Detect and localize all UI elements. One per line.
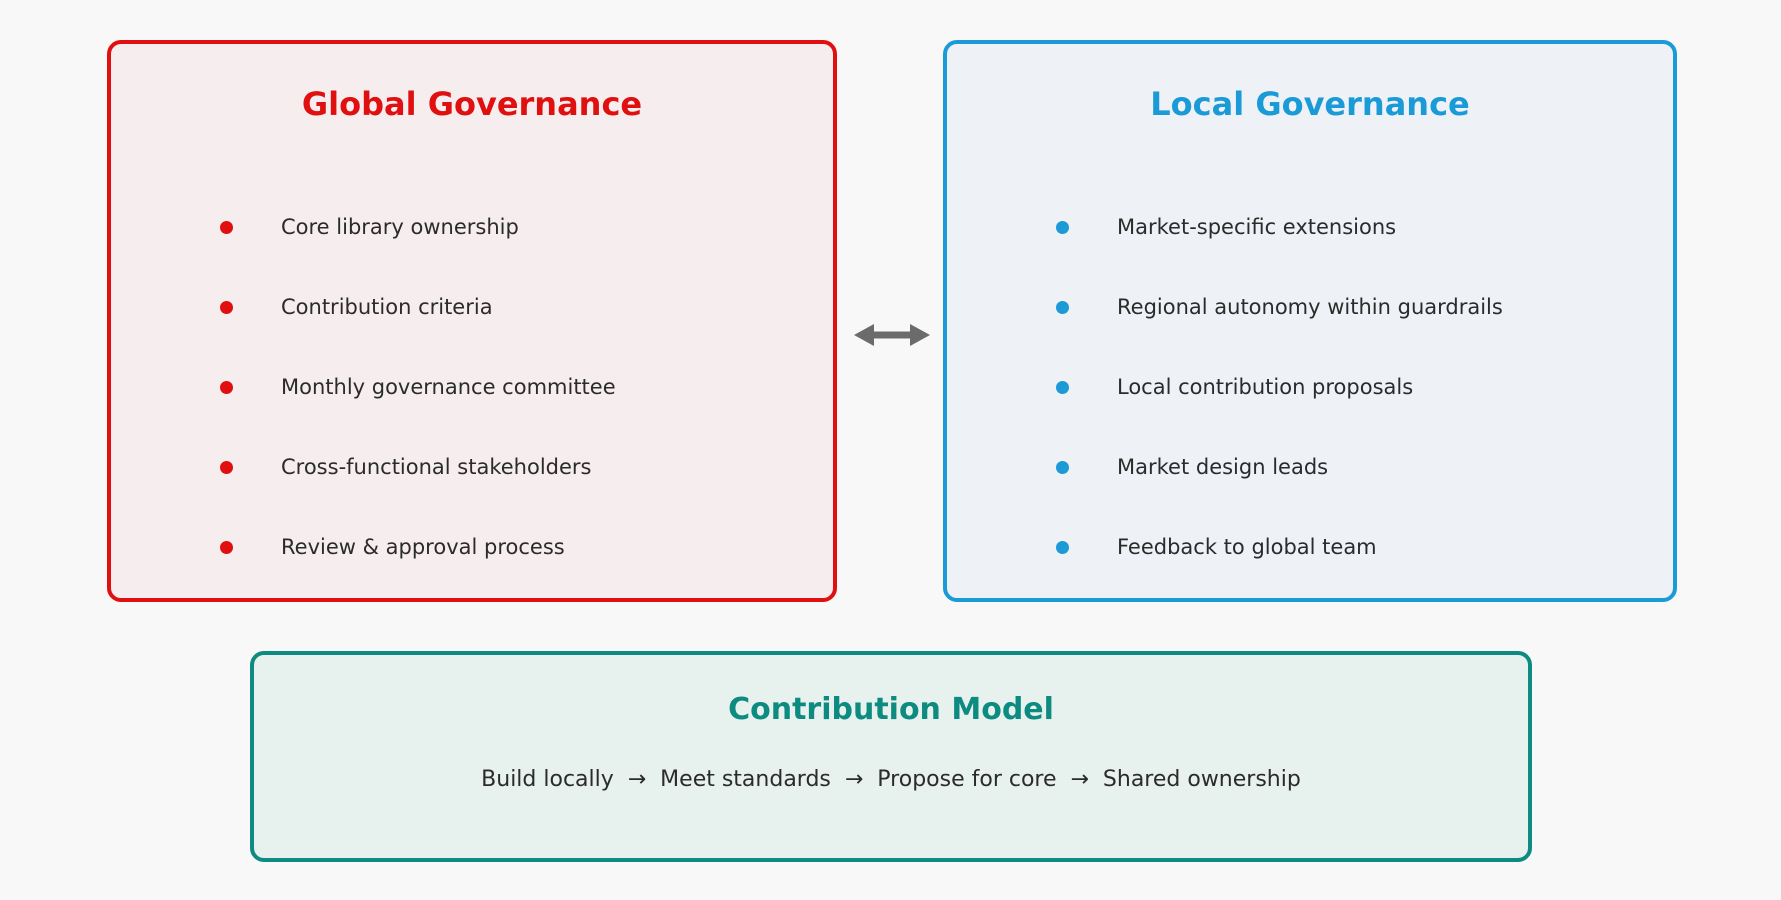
list-item-label: Market design leads: [1117, 455, 1329, 479]
list-item-label: Review & approval process: [281, 535, 565, 559]
bullet-dot-icon: [1056, 460, 1069, 474]
local-governance-list: Market-specific extensions Regional auto…: [947, 187, 1673, 587]
bullet-dot-icon: [220, 540, 233, 554]
global-governance-title: Global Governance: [301, 85, 643, 123]
contribution-model-panel: Contribution Model Build locally → Meet …: [250, 651, 1532, 862]
list-item: Local contribution proposals: [947, 347, 1673, 427]
bullet-dot-icon: [1056, 300, 1069, 314]
list-item-label: Market-specific extensions: [1117, 215, 1397, 239]
list-item-label: Cross-functional stakeholders: [281, 455, 592, 479]
list-item-label: Monthly governance committee: [281, 375, 616, 399]
local-governance-panel: Local Governance Market-specific extensi…: [943, 40, 1677, 602]
list-item: Cross-functional stakeholders: [111, 427, 833, 507]
bullet-dot-icon: [1056, 540, 1069, 554]
bullet-dot-icon: [220, 460, 233, 474]
contribution-flow-text: Build locally → Meet standards → Propose…: [481, 767, 1301, 792]
list-item-label: Contribution criteria: [281, 295, 493, 319]
list-item: Contribution criteria: [111, 267, 833, 347]
list-item: Market-specific extensions: [947, 187, 1673, 267]
list-item: Feedback to global team: [947, 507, 1673, 587]
list-item: Monthly governance committee: [111, 347, 833, 427]
contribution-model-title: Contribution Model: [728, 692, 1054, 727]
bullet-dot-icon: [1056, 380, 1069, 394]
bullet-dot-icon: [220, 220, 233, 234]
list-item: Core library ownership: [111, 187, 833, 267]
list-item: Market design leads: [947, 427, 1673, 507]
bullet-dot-icon: [220, 300, 233, 314]
local-governance-title: Local Governance: [1150, 85, 1470, 123]
bidirectional-arrow-icon: [854, 324, 930, 346]
list-item-label: Regional autonomy within guardrails: [1117, 295, 1503, 319]
list-item-label: Local contribution proposals: [1117, 375, 1414, 399]
global-governance-panel: Global Governance Core library ownership…: [107, 40, 837, 602]
list-item: Review & approval process: [111, 507, 833, 587]
list-item-label: Core library ownership: [281, 215, 519, 239]
bullet-dot-icon: [1056, 220, 1069, 234]
list-item: Regional autonomy within guardrails: [947, 267, 1673, 347]
global-governance-list: Core library ownership Contribution crit…: [111, 187, 833, 587]
list-item-label: Feedback to global team: [1117, 535, 1377, 559]
bullet-dot-icon: [220, 380, 233, 394]
